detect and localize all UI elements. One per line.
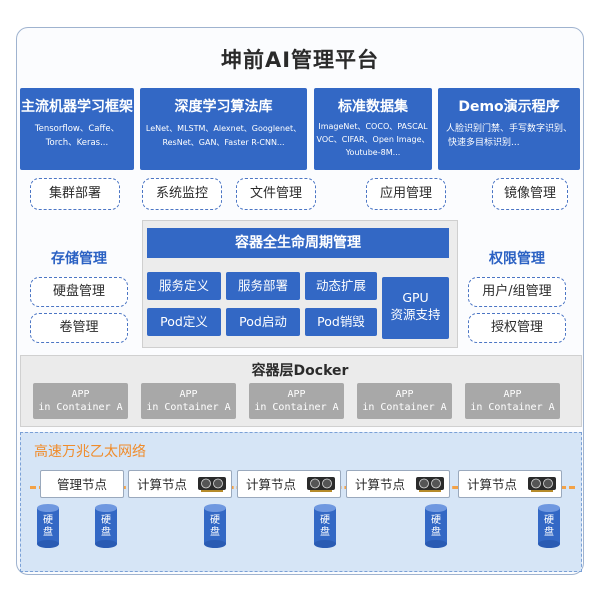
node-label: 计算节点 <box>137 477 188 492</box>
app-container-label: in Container A <box>362 402 447 413</box>
service-deploy-box: 服务部署 <box>226 272 300 300</box>
file-manage-box: 文件管理 <box>236 178 316 210</box>
disk-icon <box>204 504 226 548</box>
permission-title: 权限管理 <box>489 251 545 267</box>
disk-label: 硬盘 <box>431 515 441 538</box>
storage-title: 存储管理 <box>51 251 107 267</box>
app-label: APP <box>503 389 522 400</box>
compute-node: 计算节点 <box>237 470 341 498</box>
app-container: APP in Container A <box>465 383 560 419</box>
disk-label: 硬盘 <box>101 515 111 538</box>
demo-line: 快速多目标识别... <box>448 138 520 148</box>
disk-label: 硬盘 <box>43 515 53 538</box>
service-define-box: 服务定义 <box>147 272 221 300</box>
dl-algorithm-box: 深度学习算法库 LeNet、MLSTM、Alexnet、Googlenet、 R… <box>140 88 307 170</box>
network-panel <box>20 432 582 572</box>
disk-icon <box>37 504 59 548</box>
compute-node: 计算节点 <box>128 470 232 498</box>
app-container: APP in Container A <box>249 383 344 419</box>
dataset-line: ImageNet、COCO、PASCAL <box>318 122 428 131</box>
gpu-line: GPU <box>402 290 429 305</box>
cluster-deploy-box: 集群部署 <box>30 178 120 210</box>
gpu-card-icon <box>528 477 556 492</box>
app-container-label: in Container A <box>146 402 231 413</box>
pod-destroy-box: Pod销毁 <box>305 308 377 336</box>
dataset-box: 标准数据集 ImageNet、COCO、PASCAL VOC、CIFAR、Ope… <box>314 88 432 170</box>
app-label: APP <box>71 389 90 400</box>
compute-node: 计算节点 <box>458 470 562 498</box>
app-label: APP <box>395 389 414 400</box>
app-manage-box: 应用管理 <box>366 178 446 210</box>
disk-cylinder: 硬盘 <box>537 503 561 549</box>
gpu-support-box: GPU 资源支持 <box>382 277 449 339</box>
management-node: 管理节点 <box>40 470 124 498</box>
node-label: 计算节点 <box>467 477 518 492</box>
node-label: 计算节点 <box>246 477 297 492</box>
disk-icon <box>425 504 447 548</box>
disk-cylinder: 硬盘 <box>424 503 448 549</box>
disk-label: 硬盘 <box>320 515 330 538</box>
disk-label: 硬盘 <box>210 515 220 538</box>
disk-icon <box>95 504 117 548</box>
dataset-line: Youtube-8M... <box>345 148 401 157</box>
volume-manage-box: 卷管理 <box>30 313 128 343</box>
demo-line: 人脸识别门禁、手写数字识别、 <box>445 124 572 134</box>
node-label: 计算节点 <box>355 477 406 492</box>
disk-icon <box>314 504 336 548</box>
disk-manage-box: 硬盘管理 <box>30 277 128 307</box>
lifecycle-title: 容器全生命周期管理 <box>147 228 449 258</box>
disk-cylinder: 硬盘 <box>94 503 118 549</box>
node-label: 管理节点 <box>57 477 108 492</box>
demo-box: Demo演示程序 人脸识别门禁、手写数字识别、 快速多目标识别... <box>438 88 580 170</box>
pod-start-box: Pod启动 <box>226 308 300 336</box>
image-manage-box: 镜像管理 <box>492 178 568 210</box>
page-title: 坤前AI管理平台 <box>220 48 380 72</box>
ml-framework-line: Tensorflow、Caffe、 <box>34 124 120 134</box>
dataset-heading: 标准数据集 <box>338 99 408 115</box>
ml-framework-line: Torch、Keras... <box>45 138 109 148</box>
disk-cylinder: 硬盘 <box>203 503 227 549</box>
demo-heading: Demo演示程序 <box>458 99 560 115</box>
dl-algorithm-line: ResNet、GAN、Faster R-CNN... <box>162 138 285 147</box>
pod-define-box: Pod定义 <box>147 308 221 336</box>
gpu-card-icon <box>307 477 335 492</box>
app-container: APP in Container A <box>33 383 128 419</box>
compute-node: 计算节点 <box>346 470 450 498</box>
authorization-box: 授权管理 <box>468 313 566 343</box>
system-monitor-box: 系统监控 <box>142 178 222 210</box>
dl-algorithm-heading: 深度学习算法库 <box>174 99 273 115</box>
app-label: APP <box>287 389 306 400</box>
disk-label: 硬盘 <box>544 515 554 538</box>
disk-icon <box>538 504 560 548</box>
app-container: APP in Container A <box>141 383 236 419</box>
dataset-line: VOC、CIFAR、Open Image、 <box>316 135 430 144</box>
ml-framework-box: 主流机器学习框架 Tensorflow、Caffe、 Torch、Keras..… <box>20 88 134 170</box>
app-container-label: in Container A <box>38 402 123 413</box>
dynamic-scale-box: 动态扩展 <box>305 272 377 300</box>
docker-title: 容器层Docker <box>251 363 349 379</box>
app-container-label: in Container A <box>254 402 339 413</box>
app-container: APP in Container A <box>357 383 452 419</box>
ml-framework-heading: 主流机器学习框架 <box>21 99 133 115</box>
app-label: APP <box>179 389 198 400</box>
disk-cylinder: 硬盘 <box>313 503 337 549</box>
app-container-label: in Container A <box>470 402 555 413</box>
dl-algorithm-line: LeNet、MLSTM、Alexnet、Googlenet、 <box>145 124 302 133</box>
gpu-card-icon <box>416 477 444 492</box>
disk-cylinder: 硬盘 <box>36 503 60 549</box>
network-title: 高速万兆乙太网络 <box>34 444 146 460</box>
gpu-line: 资源支持 <box>390 307 441 322</box>
gpu-card-icon <box>198 477 226 492</box>
user-group-box: 用户/组管理 <box>468 277 566 307</box>
